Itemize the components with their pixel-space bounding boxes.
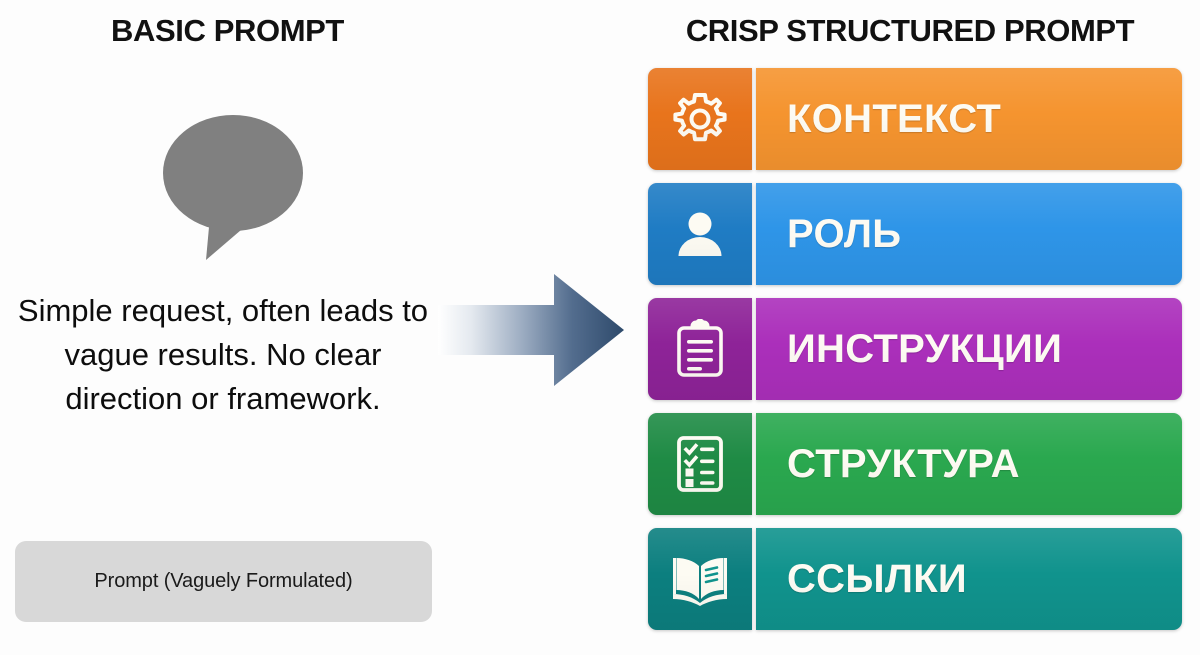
pill-label-text: КОНТЕКСТ bbox=[787, 96, 1002, 141]
pill-row-instructions[interactable]: ИНСТРУКЦИИ bbox=[648, 298, 1182, 400]
pill-label-structure: СТРУКТУРА bbox=[756, 413, 1182, 515]
pill-label-role: РОЛЬ bbox=[756, 183, 1182, 285]
left-panel-heading: BASIC PROMPT bbox=[111, 13, 344, 48]
pill-label-text: СТРУКТУРА bbox=[787, 441, 1020, 486]
prompt-chip: Prompt (Vaguely Formulated) bbox=[15, 541, 432, 622]
pill-label-context: КОНТЕКСТ bbox=[756, 68, 1182, 170]
pill-row-structure[interactable]: СТРУКТУРА bbox=[648, 413, 1182, 515]
pill-row-references[interactable]: ССЫЛКИ bbox=[648, 528, 1182, 630]
pill-row-role[interactable]: РОЛЬ bbox=[648, 183, 1182, 285]
open-book-icon bbox=[648, 528, 752, 630]
speech-bubble-icon bbox=[148, 108, 318, 268]
crisp-pill-list: КОНТЕКСТ РОЛЬ bbox=[648, 68, 1182, 643]
pill-row-context[interactable]: КОНТЕКСТ bbox=[648, 68, 1182, 170]
pill-label-instructions: ИНСТРУКЦИИ bbox=[756, 298, 1182, 400]
pill-label-text: РОЛЬ bbox=[787, 211, 902, 256]
clipboard-icon bbox=[648, 298, 752, 400]
right-panel-heading: CRISP STRUCTURED PROMPT bbox=[685, 13, 1135, 48]
checklist-icon bbox=[648, 413, 752, 515]
left-panel-body-text: Simple request, often leads to vague res… bbox=[17, 293, 429, 416]
pill-label-references: ССЫЛКИ bbox=[756, 528, 1182, 630]
pill-label-text: ССЫЛКИ bbox=[787, 556, 967, 601]
person-icon bbox=[648, 183, 752, 285]
right-arrow-icon bbox=[438, 272, 624, 388]
prompt-chip-label: Prompt (Vaguely Formulated) bbox=[94, 570, 353, 592]
pill-label-text: ИНСТРУКЦИИ bbox=[787, 326, 1063, 371]
gear-icon bbox=[648, 68, 752, 170]
